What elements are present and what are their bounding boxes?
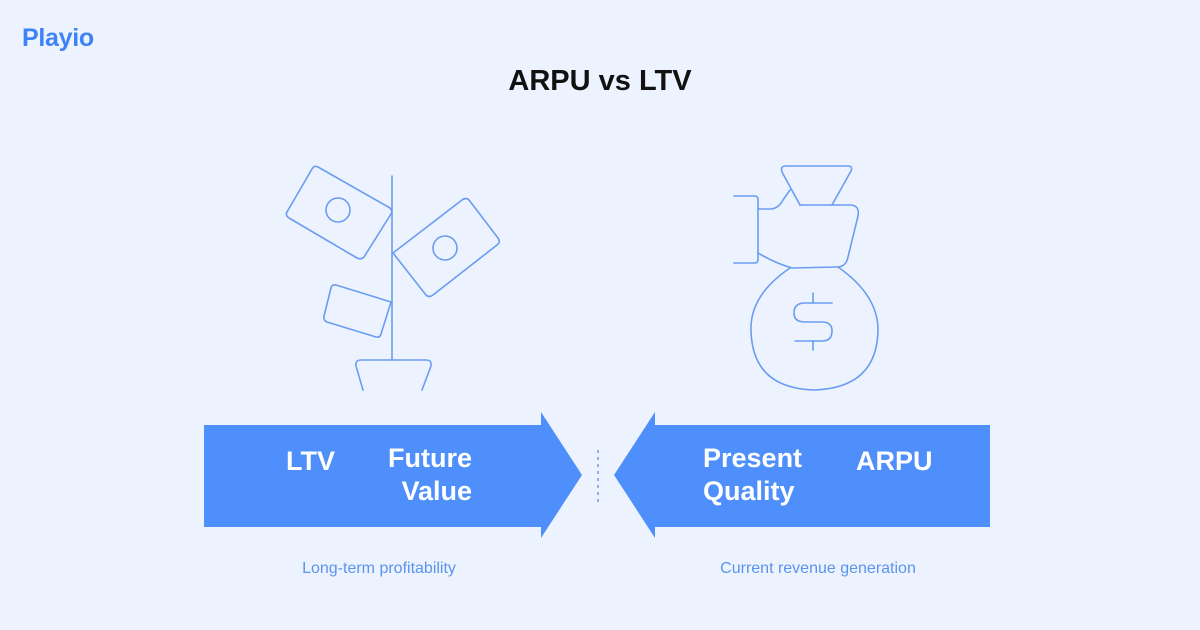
ltv-caption: Long-term profitability <box>302 560 456 577</box>
money-bag-hand-icon <box>733 165 879 391</box>
arpu-caption: Current revenue generation <box>720 560 916 577</box>
arpu-metric-label: ARPU <box>856 446 933 476</box>
ltv-arrow <box>204 412 582 538</box>
arpu-descriptor-line2: Quality <box>703 476 795 506</box>
ltv-descriptor: Future Value <box>372 442 472 508</box>
arpu-descriptor-line1: Present <box>703 443 803 473</box>
page-title: ARPU vs LTV <box>508 65 692 97</box>
brand-logo: Playio <box>22 24 94 52</box>
arpu-arrow <box>614 412 990 538</box>
arpu-descriptor: Present Quality <box>703 442 802 508</box>
ltv-descriptor-line1: Future <box>388 443 472 473</box>
money-plant-icon <box>285 165 501 391</box>
ltv-metric-label: LTV <box>286 446 335 476</box>
ltv-descriptor-line2: Value <box>401 476 472 506</box>
